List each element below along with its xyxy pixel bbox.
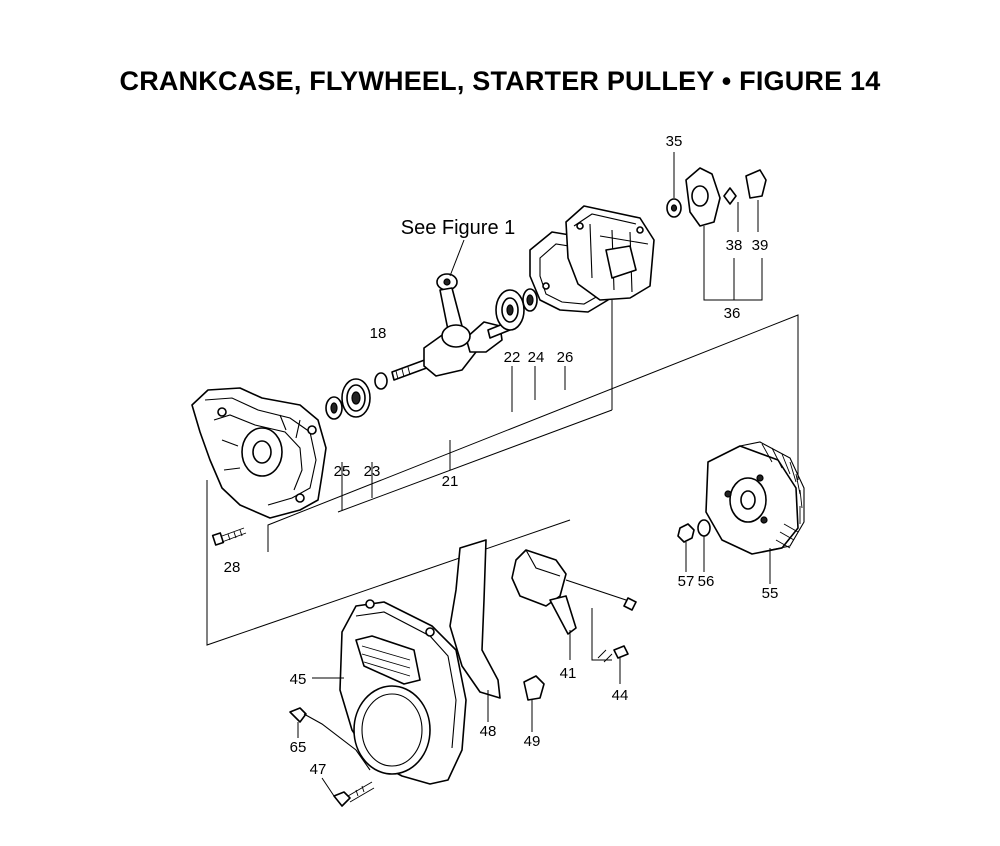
label-26: 26 — [557, 349, 574, 366]
cylinder-block — [565, 205, 655, 301]
note-see-figure-1: See Figure 1 — [401, 217, 516, 239]
label-36: 36 — [724, 305, 741, 322]
label-28: 28 — [224, 559, 241, 576]
label-48: 48 — [480, 723, 497, 740]
label-47: 47 — [310, 761, 327, 778]
title-figure: FIGURE 14 — [739, 66, 881, 96]
title-bullet: • — [721, 66, 732, 96]
label-25: 25 — [334, 463, 351, 480]
label-65: 65 — [290, 739, 307, 756]
label-57: 57 — [678, 573, 695, 590]
bearing-23 — [341, 378, 371, 418]
label-44: 44 — [612, 687, 629, 704]
washer-35 — [666, 152, 682, 218]
label-55: 55 — [762, 585, 779, 602]
label-24: 24 — [528, 349, 545, 366]
bearing-22 — [495, 289, 525, 331]
connecting-rod — [436, 239, 471, 348]
screw-44 — [591, 608, 629, 684]
label-49: 49 — [524, 733, 541, 750]
ground-wire-65 — [289, 707, 371, 771]
label-38: 38 — [726, 237, 743, 254]
fan-housing-45 — [312, 599, 467, 785]
label-56: 56 — [698, 573, 715, 590]
label-21: 21 — [442, 473, 459, 490]
bracket-lines — [206, 300, 799, 646]
oil-seal-25 — [325, 396, 343, 420]
page-title: CRANKCASE, FLYWHEEL, STARTER PULLEY • FI… — [0, 66, 1000, 97]
washer-56 — [697, 519, 711, 572]
label-22: 22 — [504, 349, 521, 366]
label-39: 39 — [752, 237, 769, 254]
flywheel-55 — [705, 441, 805, 584]
ignition-coil-41 — [511, 549, 637, 660]
baffle-48 — [449, 539, 501, 722]
bolt-28 — [211, 527, 247, 546]
screw-47 — [321, 777, 375, 807]
ring-18 — [374, 372, 388, 390]
label-23: 23 — [364, 463, 381, 480]
part-labels: See Figure 1 18 21 22 23 24 25 26 28 35 … — [224, 133, 779, 778]
title-main: CRANKCASE, FLYWHEEL, STARTER PULLEY — [119, 66, 715, 96]
starter-pulley-bracket — [685, 167, 767, 301]
crankcase-half — [191, 387, 327, 519]
oil-seal-24 — [522, 288, 538, 312]
nut-57 — [677, 523, 695, 572]
label-45: 45 — [290, 671, 307, 688]
label-35: 35 — [666, 133, 683, 150]
plug-cap-49 — [523, 675, 545, 732]
label-18: 18 — [370, 325, 387, 342]
label-41: 41 — [560, 665, 577, 682]
